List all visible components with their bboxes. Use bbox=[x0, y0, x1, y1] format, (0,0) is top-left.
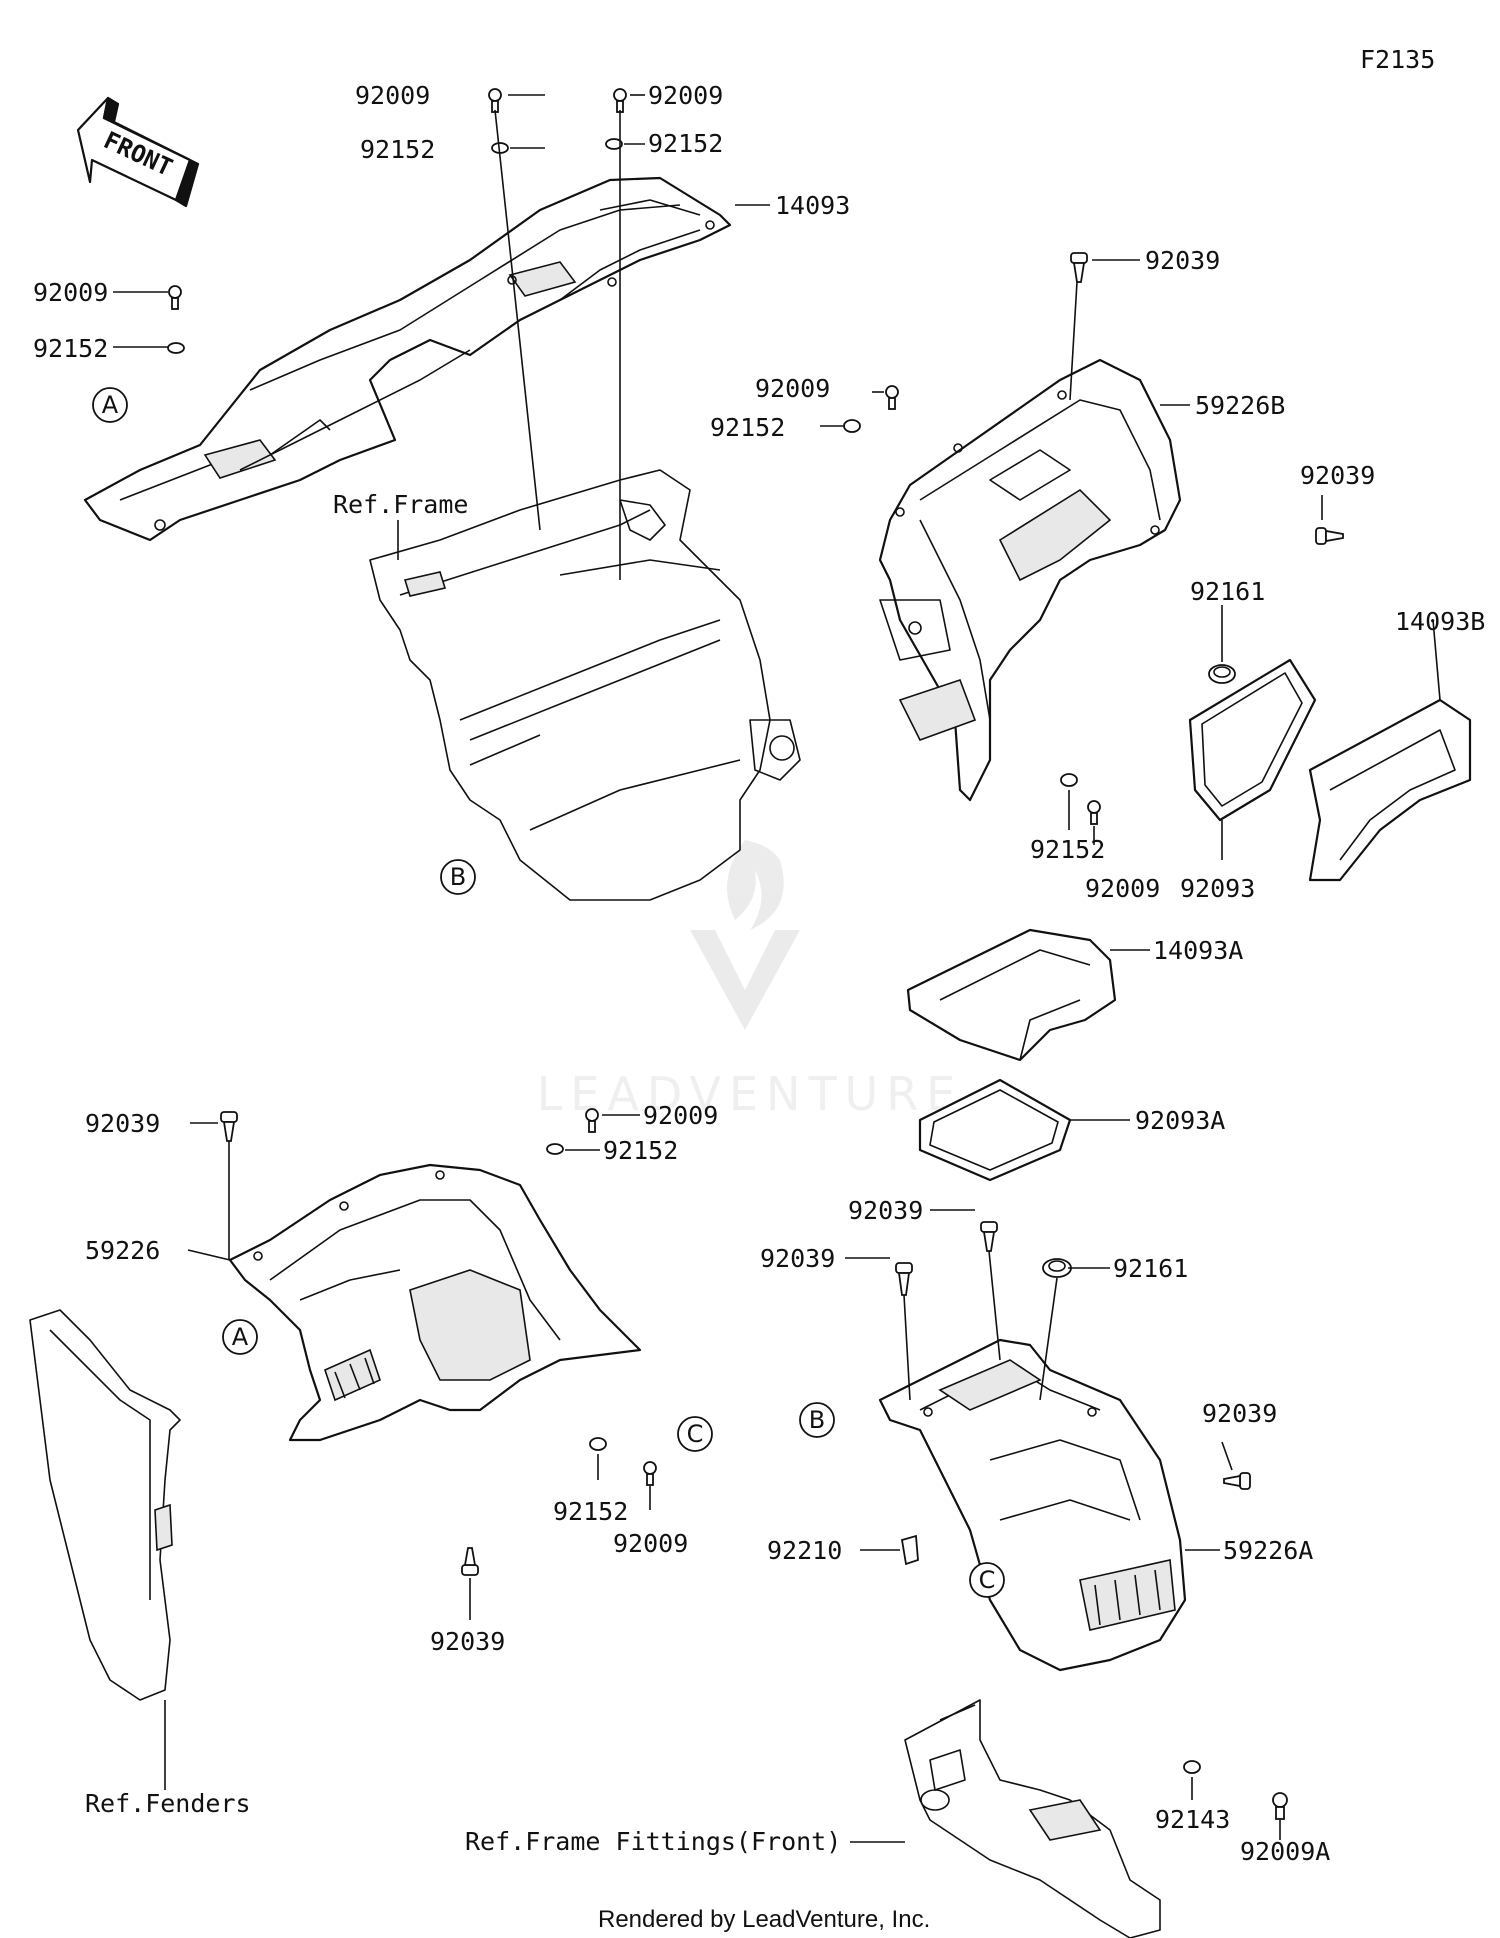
rivet-92039-icon bbox=[980, 1221, 998, 1252]
watermark-logo: LEADVENTURE bbox=[537, 840, 964, 1121]
svg-text:B: B bbox=[450, 863, 466, 891]
screw-92009A-icon bbox=[1272, 1792, 1288, 1820]
part-label: 59226 bbox=[85, 1236, 160, 1265]
screw-92009-icon bbox=[1087, 800, 1101, 825]
grommet-92161-lower-icon bbox=[1042, 1258, 1072, 1278]
screw-92009-icon bbox=[168, 285, 182, 310]
part-label: 92039 bbox=[1300, 461, 1375, 490]
part-label: 92152 bbox=[33, 334, 108, 363]
part-label: 92152 bbox=[360, 135, 435, 164]
washer-92152-icon bbox=[1060, 773, 1078, 787]
part-label: 92009 bbox=[613, 1529, 688, 1558]
screw-92009-icon bbox=[585, 1108, 599, 1133]
callout-c-left: C bbox=[677, 1416, 713, 1452]
seal-92093A bbox=[918, 1078, 1072, 1182]
part-label: 92039 bbox=[1145, 246, 1220, 275]
ref-frame-fittings-label: Ref.Frame Fittings(Front) bbox=[465, 1827, 841, 1856]
part-label: 92093A bbox=[1135, 1106, 1225, 1135]
ref-frame-label: Ref.Frame bbox=[333, 490, 468, 519]
part-label: 59226A bbox=[1223, 1536, 1313, 1565]
washer-92152-icon bbox=[843, 419, 861, 433]
svg-text:C: C bbox=[687, 1420, 704, 1448]
cover-14093 bbox=[83, 176, 732, 542]
callout-c-right: C bbox=[969, 1562, 1005, 1598]
svg-text:A: A bbox=[232, 1323, 249, 1351]
footer-credit: Rendered by LeadVenture, Inc. bbox=[598, 1906, 930, 1933]
part-label: 92152 bbox=[553, 1497, 628, 1526]
front-arrow-icon: FRONT bbox=[76, 96, 200, 208]
callout-a-bottom: A bbox=[222, 1319, 258, 1355]
screw-92009-icon bbox=[885, 385, 899, 410]
part-label: 92009 bbox=[33, 278, 108, 307]
washer-92152-icon bbox=[167, 342, 185, 354]
part-label: 92152 bbox=[1030, 835, 1105, 864]
grommet-92161-upper bbox=[1208, 664, 1236, 684]
part-label: 92009 bbox=[355, 81, 430, 110]
rivet-92039-icon bbox=[1070, 252, 1088, 283]
leader-lines bbox=[113, 94, 1441, 1843]
callout-b-mid: B bbox=[440, 859, 476, 895]
part-label: 92039 bbox=[848, 1196, 923, 1225]
part-label: 92152 bbox=[648, 129, 723, 158]
svg-text:B: B bbox=[809, 1406, 825, 1434]
part-label: 59226B bbox=[1195, 391, 1285, 420]
watermark-text: LEADVENTURE bbox=[537, 1067, 964, 1121]
washer-92152-icon bbox=[589, 1437, 607, 1451]
fender-reference-panel bbox=[29, 1309, 181, 1701]
part-label: 92009 bbox=[648, 81, 723, 110]
part-label: 92152 bbox=[603, 1136, 678, 1165]
part-label: 92009 bbox=[643, 1101, 718, 1130]
washer-92143-icon bbox=[1183, 1760, 1201, 1774]
screw-92009-icon bbox=[613, 88, 627, 113]
screw-92009-icon bbox=[488, 88, 502, 113]
rivet-92039-icon bbox=[1315, 527, 1344, 545]
part-label: 92152 bbox=[710, 413, 785, 442]
ref-fenders-label: Ref.Fenders bbox=[85, 1789, 251, 1818]
part-label: 92093 bbox=[1180, 874, 1255, 903]
part-label: 14093B bbox=[1395, 607, 1485, 636]
housing-59226B bbox=[878, 358, 1182, 802]
part-label: 92210 bbox=[767, 1536, 842, 1565]
part-label: 92039 bbox=[760, 1244, 835, 1273]
part-label: 92039 bbox=[1202, 1399, 1277, 1428]
part-label: 92009A bbox=[1240, 1837, 1330, 1866]
part-label: 92039 bbox=[85, 1109, 160, 1138]
screw-92009-icon bbox=[643, 1461, 657, 1486]
part-label: 92009 bbox=[755, 374, 830, 403]
part-label: 92039 bbox=[430, 1627, 505, 1656]
frame-fittings-reference-bracket bbox=[904, 1699, 1161, 1938]
part-label: 92143 bbox=[1155, 1805, 1230, 1834]
rivet-92039-icon bbox=[1223, 1472, 1251, 1490]
clip-92210 bbox=[900, 1534, 919, 1566]
fastener-icons bbox=[167, 88, 1344, 1820]
washer-92152-icon bbox=[546, 1143, 564, 1155]
callout-a-top: A bbox=[92, 387, 128, 423]
cover-14093B bbox=[1308, 698, 1472, 882]
rivet-92039-icon bbox=[220, 1111, 238, 1142]
figure-code: F2135 bbox=[1360, 45, 1435, 74]
housing-59226 bbox=[228, 1163, 642, 1442]
rivet-92039-icon bbox=[461, 1547, 479, 1576]
callout-b-bottom: B bbox=[799, 1402, 835, 1438]
part-label: 92161 bbox=[1190, 577, 1265, 606]
cover-14093A bbox=[906, 928, 1117, 1062]
part-label: 92161 bbox=[1113, 1254, 1188, 1283]
washer-92152-icon bbox=[605, 138, 623, 150]
frame-reference-drawing bbox=[369, 469, 801, 901]
svg-text:C: C bbox=[979, 1566, 996, 1594]
part-label: 92009 bbox=[1085, 874, 1160, 903]
svg-text:A: A bbox=[102, 391, 119, 419]
part-label: 14093 bbox=[775, 191, 850, 220]
part-label: 14093A bbox=[1153, 936, 1243, 965]
rivet-92039-icon bbox=[895, 1262, 913, 1296]
housing-59226A bbox=[878, 1338, 1187, 1672]
seal-92093 bbox=[1188, 658, 1317, 822]
